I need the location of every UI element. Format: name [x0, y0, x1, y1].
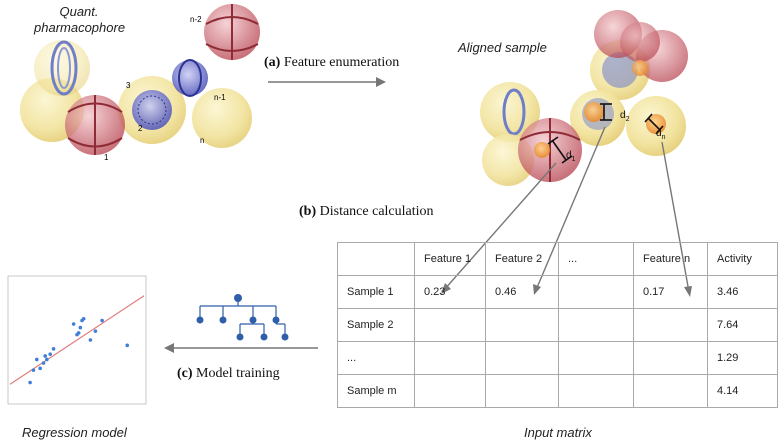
step-a-key: (a) — [264, 55, 281, 70]
table-row: Sample m 4.14 — [337, 374, 778, 408]
step-b-text: Distance calculation — [319, 204, 434, 219]
ring-feature-3 — [50, 40, 78, 96]
scatter-point — [43, 354, 47, 358]
scatter-point — [38, 366, 42, 371]
label-feature-1: 1 — [104, 153, 109, 162]
matrix-cell: 4.14 — [707, 374, 778, 408]
matrix-cell — [414, 374, 486, 408]
matrix-cell — [633, 374, 708, 408]
distance-label-d2: d2 — [620, 110, 630, 123]
step-c-key: (c) — [177, 366, 193, 381]
scatter-point — [71, 322, 76, 326]
scatter-point — [51, 347, 56, 351]
matrix-cell — [414, 308, 486, 342]
input-matrix-table: Feature 1 Feature 2 ... Feature n Activi… — [337, 242, 778, 408]
step-a-label: (a) Feature enumeration — [264, 55, 399, 71]
aligned-sample-caption: Aligned sample — [458, 40, 547, 55]
distance-label-d1: d1 — [566, 150, 576, 163]
matrix-cell: 7.64 — [707, 308, 778, 342]
matrix-cell: Sample 2 — [337, 308, 415, 342]
caption-line-1: Quant. — [59, 4, 99, 19]
scatter-point — [48, 352, 52, 356]
matrix-cell: 0.46 — [485, 275, 559, 309]
distance-label-dn: dn — [656, 128, 666, 141]
label-feature-3: 3 — [126, 81, 131, 90]
input-matrix-caption: Input matrix — [524, 425, 592, 440]
label-feature-2: 2 — [138, 124, 143, 133]
matrix-cell: 1.29 — [707, 341, 778, 375]
matrix-cell — [633, 341, 708, 375]
matrix-cell — [558, 374, 634, 408]
matrix-cell — [633, 308, 708, 342]
matrix-cell — [485, 308, 559, 342]
pharmacophore-illustration: 1 2 3 n n-1 n-2 — [20, 4, 260, 162]
matrix-cell — [485, 341, 559, 375]
regression-model-caption: Regression model — [22, 425, 127, 440]
table-row: Sample 2 7.64 — [337, 308, 778, 342]
matrix-cell — [558, 275, 634, 309]
scatter-point — [81, 316, 86, 321]
aligned-sample-illustration: d1 d2 dn — [480, 10, 688, 186]
matrix-cell — [558, 308, 634, 342]
matrix-header-activity: Activity — [707, 242, 778, 276]
decision-tree-icon — [196, 294, 289, 341]
label-feature-n-2: n-2 — [190, 15, 202, 24]
regression-chart — [7, 275, 147, 405]
sphere-top-left — [34, 40, 90, 96]
d1-letter: d — [566, 150, 572, 161]
table-row: Sample 1 0.23 0.46 0.17 3.46 — [337, 275, 778, 309]
step-b-key: (b) — [299, 204, 317, 219]
scatter-point — [125, 343, 130, 348]
matrix-cell: Sample m — [337, 374, 415, 408]
caption-line-2: pharmacophore — [34, 20, 126, 35]
arrow-feature-enumeration — [268, 77, 386, 87]
step-c-text: Model training — [196, 366, 280, 381]
scatter-point — [100, 318, 104, 323]
matrix-cell — [558, 341, 634, 375]
matrix-header-feature-2: Feature 2 — [485, 242, 559, 276]
matrix-cell: 0.17 — [633, 275, 708, 309]
quant-pharmacophore-caption: Quant. pharmacophore — [34, 4, 126, 36]
scatter-point — [35, 357, 39, 362]
scatter-point — [93, 329, 98, 333]
matrix-cell: ... — [337, 341, 415, 375]
scatter-point — [45, 357, 49, 362]
label-feature-n: n — [200, 136, 204, 145]
matrix-header-feature-n: Feature n — [633, 242, 708, 276]
matrix-cell: 0.23 — [414, 275, 486, 309]
scatter-point — [41, 361, 46, 365]
matrix-cell — [337, 242, 415, 276]
table-row: ... 1.29 — [337, 341, 778, 375]
step-a-text: Feature enumeration — [283, 55, 400, 70]
step-c-label: (c) Model training — [177, 366, 280, 382]
matrix-cell — [414, 341, 486, 375]
d2-letter: d — [620, 110, 626, 121]
matrix-cell: Sample 1 — [337, 275, 415, 309]
step-b-label: (b) Distance calculation — [299, 204, 434, 220]
dn-letter: d — [656, 128, 662, 139]
matrix-header-row: Feature 1 Feature 2 ... Feature n Activi… — [337, 242, 778, 276]
scatter-point — [78, 325, 83, 330]
label-feature-n-1: n-1 — [214, 93, 226, 102]
matrix-cell: 3.46 — [707, 275, 778, 309]
scatter-point — [88, 338, 93, 342]
scatter-point — [31, 368, 36, 372]
sphere-n — [192, 88, 252, 148]
matrix-cell — [485, 374, 559, 408]
matrix-header-feature-1: Feature 1 — [414, 242, 486, 276]
matrix-header-ellipsis: ... — [558, 242, 634, 276]
scatter-point — [28, 380, 32, 385]
scatter-point — [76, 331, 81, 335]
